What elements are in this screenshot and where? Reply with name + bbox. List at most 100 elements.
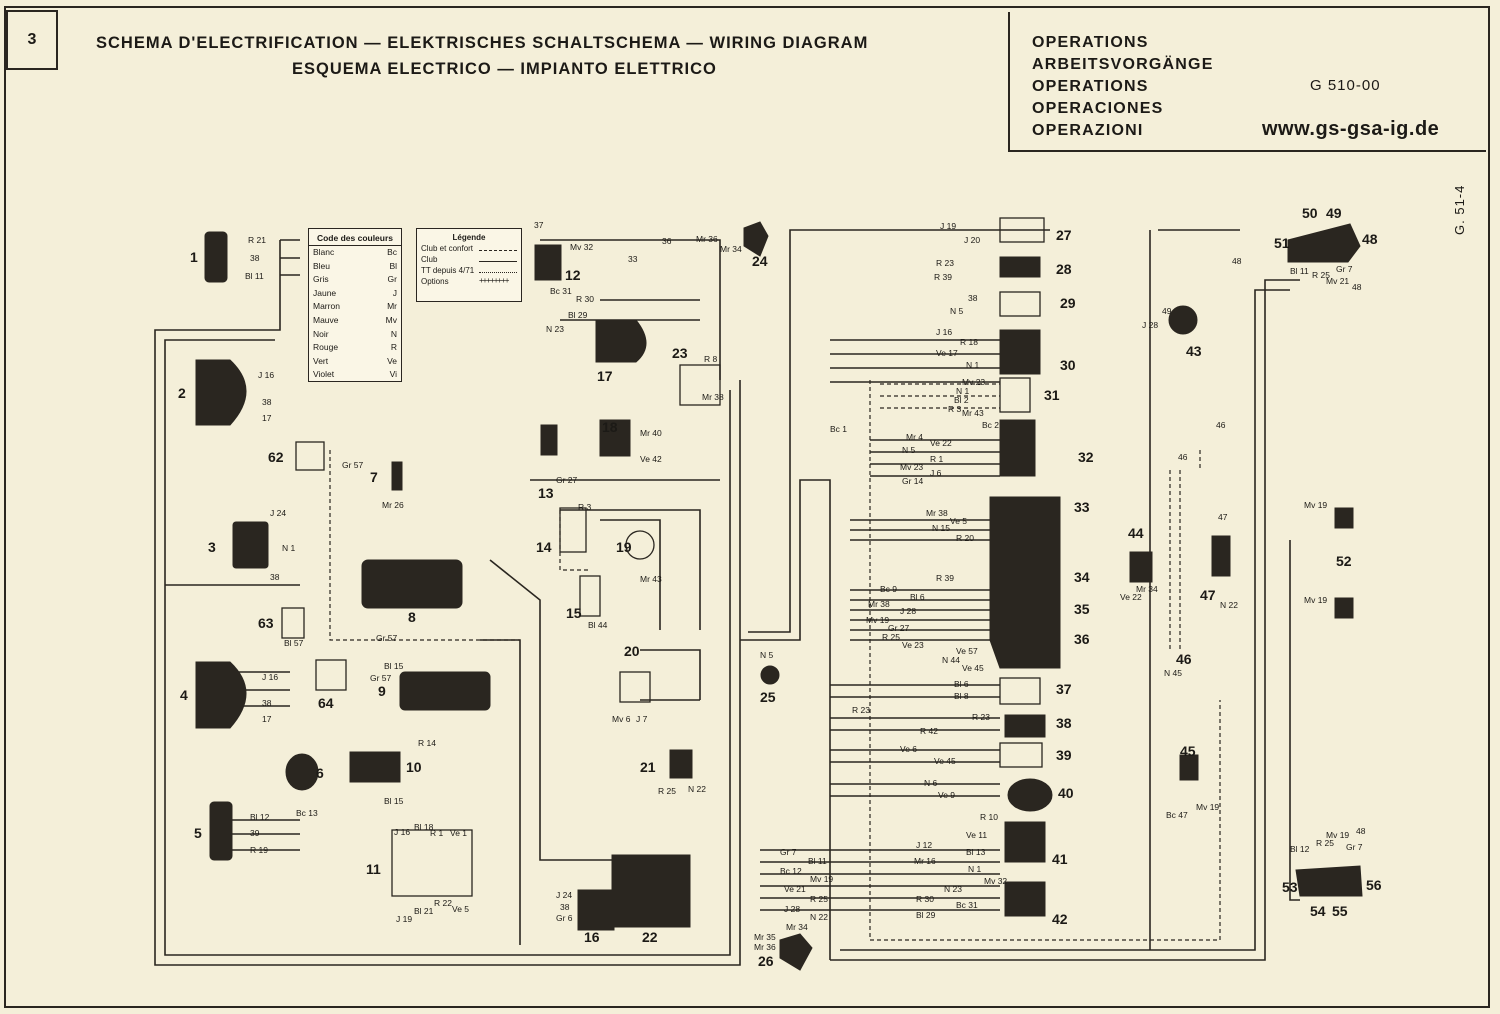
- num-19: 19: [616, 539, 632, 555]
- wire-label: Bl 15: [384, 796, 404, 806]
- component-28-lamp: [999, 256, 1041, 278]
- wire-label: Gr 7: [1336, 264, 1353, 274]
- wire-label: R 25: [882, 632, 900, 642]
- title-line-1: SCHEMA D'ELECTRIFICATION — ELEKTRISCHES …: [96, 34, 869, 52]
- wire-label: R 25: [658, 786, 676, 796]
- wire-label: Bl 6: [954, 679, 969, 689]
- wire-label: 49: [1162, 306, 1172, 316]
- wire-label: 48: [1352, 282, 1362, 292]
- component-37-lamp: [999, 677, 1041, 705]
- wire-label: Bl 18: [414, 822, 434, 832]
- wire-label: Bl 29: [568, 310, 588, 320]
- operation-es: OPERACIONES: [1032, 100, 1164, 117]
- num-12: 12: [565, 267, 581, 283]
- wire-label: Gr 7: [780, 847, 797, 857]
- num-25: 25: [760, 689, 776, 705]
- num-54: 54: [1310, 903, 1326, 919]
- wire-label: Ve 5: [950, 516, 967, 526]
- branch-37-40: [830, 684, 1000, 797]
- num-20: 20: [624, 643, 640, 659]
- branch-33: [850, 519, 990, 541]
- wire-label: N 1: [956, 386, 970, 396]
- component-26-switch: [779, 933, 813, 971]
- wire-label: Mr 43: [962, 408, 984, 418]
- wire-label: Bl 8: [954, 691, 969, 701]
- wire-label: Mv 19: [1304, 595, 1327, 605]
- wire-label: Bl 12: [250, 812, 270, 822]
- wire-label: R 22: [434, 898, 452, 908]
- wire-label: J 16: [394, 827, 410, 837]
- wire-label: Bc 9: [880, 584, 897, 594]
- component-16-box: [577, 889, 615, 931]
- wire-label: 38: [250, 253, 260, 263]
- component-40-gauge: [1007, 778, 1053, 812]
- component-3-regulator: [232, 521, 269, 569]
- wire-label: Mr 26: [382, 500, 404, 510]
- component-2-headlight: [195, 359, 247, 426]
- wire-label: Bc 31: [550, 286, 572, 296]
- wire-label: Ve 5: [452, 904, 469, 914]
- num-31: 31: [1044, 387, 1060, 403]
- wire-label: R 19: [250, 845, 268, 855]
- harness-main-left-inner: [164, 380, 731, 956]
- wire-label: Bl 57: [284, 638, 304, 648]
- component-number-labels: 1 2 3 4 5 6 7 8 9 10 11 12 13 14 15 16 1…: [178, 205, 1382, 969]
- component-31-relay: [999, 377, 1031, 413]
- wire-label: Bc 13: [296, 808, 318, 818]
- wire-label: N 15: [932, 523, 950, 533]
- wire-label: Mv 19: [1196, 802, 1219, 812]
- wire-label: R 8: [704, 354, 718, 364]
- wire-label: Ve 17: [936, 348, 958, 358]
- num-15: 15: [566, 605, 582, 621]
- num-38: 38: [1056, 715, 1072, 731]
- wire-label: 38: [262, 698, 272, 708]
- wire-label: 48: [1232, 256, 1242, 266]
- wire-label: 39: [250, 828, 260, 838]
- num-42: 42: [1052, 911, 1068, 927]
- num-41: 41: [1052, 851, 1068, 867]
- component-48-51-rear-light: [1287, 223, 1361, 263]
- num-24: 24: [752, 253, 768, 269]
- num-51: 51: [1274, 235, 1290, 251]
- outline-components: [281, 217, 1045, 897]
- component-30-switch: [999, 329, 1041, 375]
- branch-1: [280, 239, 300, 276]
- component-44-lamp: [1129, 551, 1153, 583]
- wire-label: Bl 11: [1290, 266, 1309, 276]
- wire-label: J 19: [396, 914, 412, 924]
- component-19-motor: [625, 530, 655, 560]
- component-11-fusebox: [391, 829, 473, 897]
- wire-label: Ve 22: [930, 438, 952, 448]
- harness-right: [830, 279, 1300, 961]
- branch-13-19: [530, 479, 720, 630]
- component-39-lamp: [999, 742, 1043, 768]
- num-53: 53: [1282, 879, 1298, 895]
- num-23: 23: [672, 345, 688, 361]
- page-number: 3: [6, 10, 58, 70]
- wire-label: Ve 9: [938, 790, 955, 800]
- num-6: 6: [316, 765, 324, 781]
- website-link[interactable]: www.gs-gsa-ig.de: [1262, 118, 1440, 140]
- harness-group: [154, 229, 1300, 966]
- wire-label: Mr 34: [720, 244, 742, 254]
- num-3: 3: [208, 539, 216, 555]
- component-24-stop-switch: [743, 221, 769, 257]
- component-43-lamp: [1168, 305, 1198, 335]
- wire-label: J 20: [964, 235, 980, 245]
- legend-title: Légende: [452, 233, 486, 242]
- wire-label: J 16: [258, 370, 274, 380]
- component-9-alternator: [399, 671, 491, 711]
- wire-label: 38: [560, 902, 570, 912]
- wire-label: R 30: [576, 294, 594, 304]
- num-1: 1: [190, 249, 198, 265]
- wire-label: Ve 21: [784, 884, 806, 894]
- num-52: 52: [1336, 553, 1352, 569]
- num-2: 2: [178, 385, 186, 401]
- num-10: 10: [406, 759, 422, 775]
- wire-label: Mv 19: [810, 874, 833, 884]
